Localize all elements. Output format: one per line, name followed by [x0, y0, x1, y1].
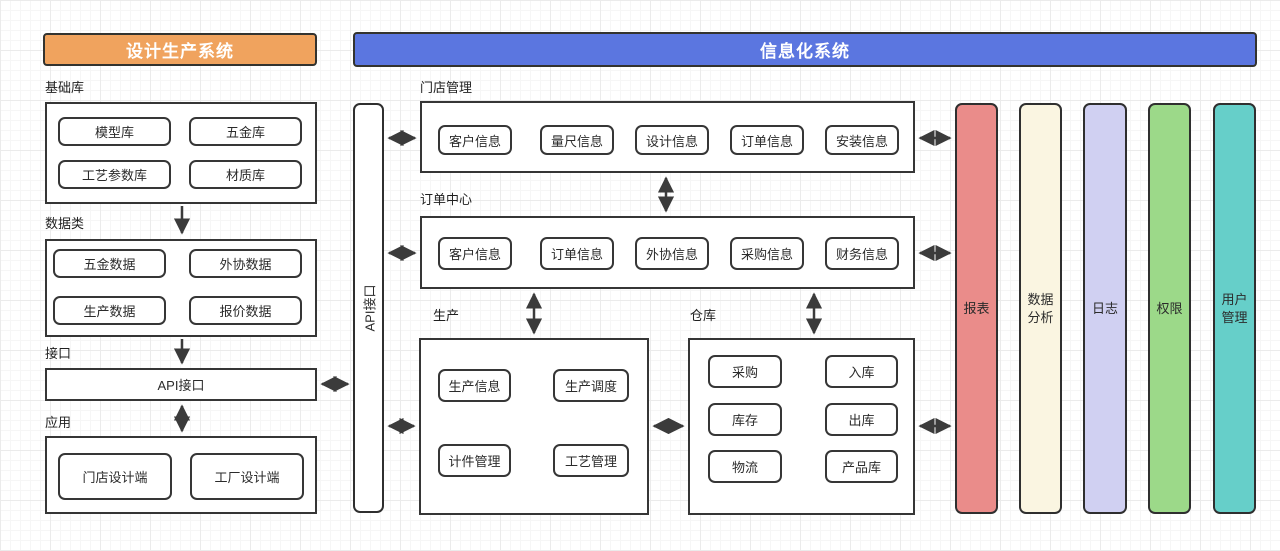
node-hardware-data: 五金数据: [53, 249, 166, 278]
section-label-interface: 接口: [45, 346, 72, 361]
node-material-library: 材质库: [189, 160, 302, 189]
section-label-order-center: 订单中心: [420, 192, 473, 207]
bar-reports: 报表: [955, 103, 998, 514]
node-model-library: 模型库: [58, 117, 171, 146]
bar-user-management: 用户管理: [1213, 103, 1256, 514]
bar-logs-label: 日志: [1091, 300, 1118, 316]
header-design-production-system: 设计生产系统: [43, 33, 317, 66]
header-information-system: 信息化系统: [353, 32, 1257, 67]
node-quotation-data: 报价数据: [189, 296, 302, 325]
section-label-data-class: 数据类: [45, 216, 85, 231]
node-store-design-info: 设计信息: [635, 125, 709, 155]
node-inbound: 入库: [825, 355, 898, 388]
bar-logs: 日志: [1083, 103, 1127, 514]
section-label-base-library: 基础库: [45, 80, 85, 95]
bar-user-management-label: 用户管理: [1221, 291, 1248, 325]
section-label-production: 生产: [433, 308, 460, 323]
node-factory-design-client: 工厂设计端: [190, 453, 304, 500]
bar-permissions: 权限: [1148, 103, 1191, 514]
node-production-data: 生产数据: [53, 296, 166, 325]
node-store-customer-info: 客户信息: [438, 125, 512, 155]
node-api-interface: API接口: [45, 368, 317, 401]
node-process-management: 工艺管理: [553, 444, 629, 477]
node-order-outsourcing-info: 外协信息: [635, 237, 709, 270]
node-product-library: 产品库: [825, 450, 898, 483]
node-order-purchase-info: 采购信息: [730, 237, 804, 270]
node-outsourcing-data: 外协数据: [189, 249, 302, 278]
section-label-application: 应用: [45, 415, 72, 430]
node-outbound: 出库: [825, 403, 898, 436]
node-purchasing: 采购: [708, 355, 782, 388]
bar-reports-label: 报表: [963, 300, 990, 316]
node-production-scheduling: 生产调度: [553, 369, 629, 402]
section-label-warehouse: 仓库: [690, 308, 717, 323]
bar-permissions-label: 权限: [1156, 300, 1183, 316]
node-inventory: 库存: [708, 403, 782, 436]
node-store-design-client: 门店设计端: [58, 453, 172, 500]
node-order-finance-info: 财务信息: [825, 237, 899, 270]
bar-api-interface-label: API接口: [362, 284, 377, 332]
node-logistics: 物流: [708, 450, 782, 483]
group-production: [419, 338, 649, 515]
node-order-order-info: 订单信息: [540, 237, 614, 270]
node-piecework-management: 计件管理: [438, 444, 511, 477]
section-label-store-management: 门店管理: [420, 80, 473, 95]
node-store-measure-info: 量尺信息: [540, 125, 614, 155]
bar-data-analysis-label: 数据分析: [1027, 291, 1054, 325]
node-order-customer-info: 客户信息: [438, 237, 512, 270]
bar-data-analysis: 数据分析: [1019, 103, 1062, 514]
node-store-order-info: 订单信息: [730, 125, 804, 155]
bar-api-interface: API接口: [353, 103, 384, 513]
node-store-install-info: 安装信息: [825, 125, 899, 155]
node-process-param-library: 工艺参数库: [58, 160, 171, 189]
node-production-info: 生产信息: [438, 369, 511, 402]
node-hardware-library: 五金库: [189, 117, 302, 146]
